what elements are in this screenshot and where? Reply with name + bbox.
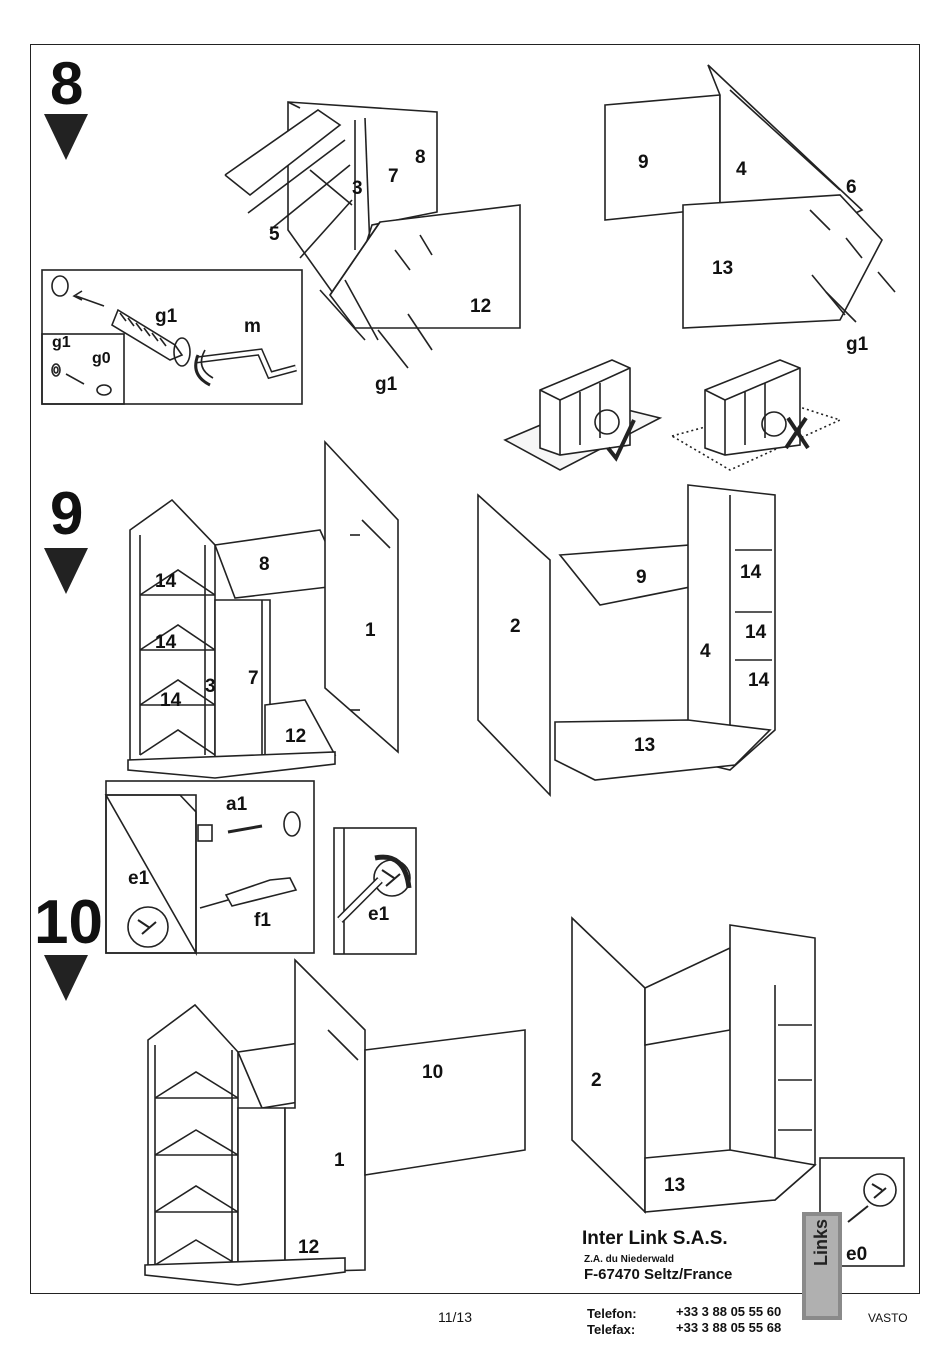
hardware-label-g1: g1 — [375, 374, 397, 396]
incorrect-placement-figure — [672, 360, 840, 470]
part-label-13: 13 — [634, 735, 655, 757]
hardware-label-g1: g1 — [846, 334, 868, 356]
part-label-12: 12 — [470, 296, 491, 318]
part-label-9: 9 — [638, 152, 649, 174]
part-label-14: 14 — [155, 632, 176, 654]
part-label-12: 12 — [298, 1237, 319, 1259]
part-label-14: 14 — [745, 622, 766, 644]
part-label-3: 3 — [205, 676, 216, 698]
part-label-8: 8 — [415, 147, 426, 169]
part-label-5: 5 — [269, 224, 280, 246]
part-label-7: 7 — [248, 668, 259, 690]
telefax-number: +33 3 88 05 55 68 — [676, 1320, 781, 1335]
step10-left-assembly — [145, 960, 525, 1285]
telefon-number: +33 3 88 05 55 60 — [676, 1304, 781, 1319]
part-label-4: 4 — [736, 159, 747, 181]
part-label-10: 10 — [422, 1062, 443, 1084]
part-label-1: 1 — [334, 1150, 345, 1172]
correct-placement-figure — [505, 360, 660, 470]
hardware-label-g1: g1 — [52, 334, 71, 352]
step9-left-assembly — [128, 442, 398, 778]
part-label-2: 2 — [510, 616, 521, 638]
hardware-label-g0: g0 — [92, 350, 111, 368]
part-label-8: 8 — [259, 554, 270, 576]
part-label-7: 7 — [388, 166, 399, 188]
step9-inset-a1-f1 — [106, 781, 314, 953]
hardware-label-f1: f1 — [254, 910, 271, 932]
company-address-2: F-67470 Seltz/France — [584, 1266, 732, 1283]
company-name: Inter Link S.A.S. — [582, 1228, 728, 1250]
part-label-2: 2 — [591, 1070, 602, 1092]
part-label-13: 13 — [712, 258, 733, 280]
part-label-14: 14 — [160, 690, 181, 712]
part-label-1: 1 — [365, 620, 376, 642]
hardware-label-a1: a1 — [226, 794, 247, 816]
part-label-14: 14 — [740, 562, 761, 584]
part-label-13: 13 — [664, 1175, 685, 1197]
part-label-9: 9 — [636, 567, 647, 589]
hardware-label-g1: g1 — [155, 306, 177, 328]
step9-inset-e1 — [334, 828, 416, 954]
part-label-6: 6 — [846, 177, 857, 199]
page-number: 11/13 — [438, 1309, 472, 1325]
part-label-4: 4 — [700, 641, 711, 663]
step8-inset-box — [42, 270, 302, 404]
hardware-label-e1: e1 — [368, 904, 389, 926]
telefax-label: Telefax: — [587, 1322, 635, 1337]
part-label-12: 12 — [285, 726, 306, 748]
part-label-3: 3 — [352, 178, 363, 200]
step10-right-assembly — [572, 918, 815, 1212]
part-label-14: 14 — [748, 670, 769, 692]
hardware-label-e1: e1 — [128, 868, 149, 890]
hardware-label-e0: e0 — [846, 1244, 867, 1266]
model-name: VASTO — [868, 1311, 908, 1325]
telefon-label: Telefon: — [587, 1306, 637, 1321]
step9-right-assembly — [478, 485, 775, 795]
company-logo-text: Links — [811, 1219, 832, 1266]
part-label-14: 14 — [155, 571, 176, 593]
company-address-1: Z.A. du Niederwald — [584, 1254, 674, 1265]
hardware-label-m: m — [244, 316, 261, 338]
